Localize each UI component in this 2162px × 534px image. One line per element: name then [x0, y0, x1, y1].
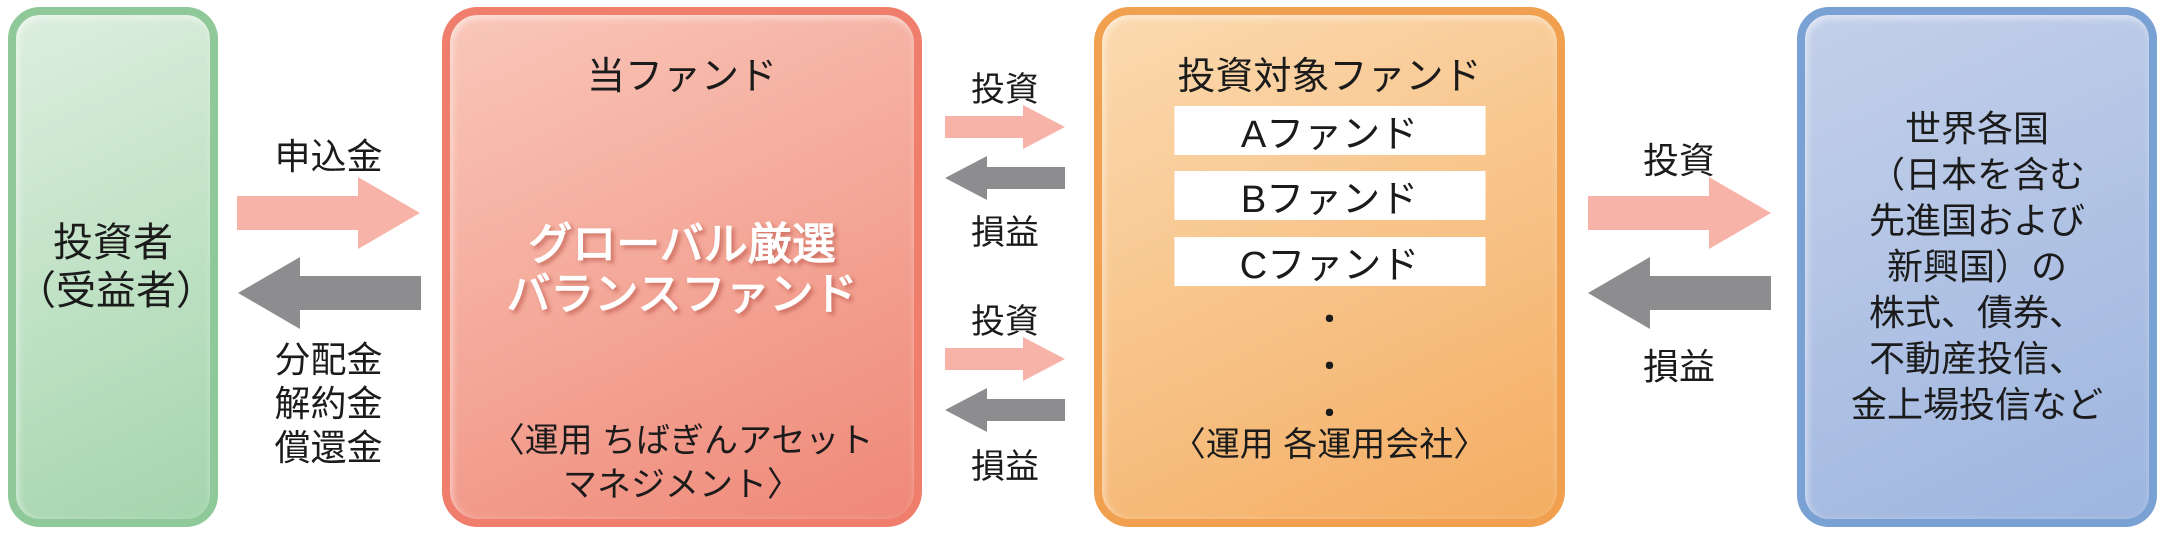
assets-line-4: 新興国）の	[1886, 246, 2067, 287]
return-left-arrow-icon	[945, 388, 1065, 432]
this-fund-box: 当ファンド グローバル厳選 バランスファンド 〈運用 ちばぎんアセット マネジメ…	[442, 7, 922, 527]
assets-line-5: 株式、債券、	[1868, 292, 2085, 333]
invest-label-lower: 投資	[971, 303, 1039, 341]
application-money-label: 申込金	[274, 136, 383, 177]
fund-name: グローバル厳選 バランスファンド	[450, 220, 914, 320]
target-funds-title: 投資対象ファンド	[1177, 56, 1482, 98]
cancellation-label: 解約金	[274, 383, 383, 424]
redemption-label: 償還金	[274, 427, 383, 468]
invest-right-arrow-icon	[945, 105, 1065, 149]
investor-label-line1: 投資者	[53, 221, 173, 265]
fund-manager-line2: マネジメント〉	[563, 466, 801, 504]
fund-c-bar: Cファンド	[1174, 237, 1485, 287]
assets-line-7: 金上場投信など	[1850, 384, 2103, 425]
profit-loss-label-lower: 損益	[971, 448, 1039, 486]
investor-box: 投資者 （受益者）	[8, 7, 218, 527]
return-left-arrow-icon	[1588, 257, 1771, 329]
assets-line-6: 不動産投信、	[1868, 338, 2085, 379]
target-funds-manager: 〈運用 各運用会社〉	[1171, 426, 1488, 464]
this-fund-title: 当ファンド	[586, 56, 777, 98]
fund-a-bar: Aファンド	[1174, 106, 1485, 156]
return-left-arrow-icon	[945, 156, 1065, 200]
distribution-redemption-label: 分配金 解約金 償還金	[237, 338, 420, 470]
fund-manager-line1: 〈運用 ちばぎんアセット	[490, 422, 874, 460]
investor-label: 投資者 （受益者）	[16, 15, 216, 519]
world-assets-box: 世界各国 （日本を含む 先進国および 新興国）の 株式、債券、 不動産投信、 金…	[1797, 7, 2157, 527]
fund-manager: 〈運用 ちばぎんアセット マネジメント〉	[450, 419, 914, 507]
fund-name-line1: グローバル厳選	[528, 220, 836, 269]
fund-b-bar: Bファンド	[1174, 171, 1485, 221]
investor-label-line2: （受益者）	[16, 269, 216, 313]
dot: ・	[1314, 351, 1345, 384]
ellipsis-dots: ・ ・ ・	[1102, 297, 1557, 438]
world-assets-label: 世界各国 （日本を含む 先進国および 新興国）の 株式、債券、 不動産投信、 金…	[1805, 15, 2149, 519]
return-left-arrow-icon	[238, 257, 421, 329]
fund-name-line2: バランスファンド	[506, 270, 858, 319]
assets-line-2: （日本を含む	[1868, 154, 2085, 195]
invest-right-arrow-icon	[945, 337, 1065, 381]
dot: ・	[1314, 304, 1345, 337]
invest-label-upper: 投資	[971, 71, 1039, 109]
invest-right-arrow-icon	[1588, 177, 1771, 249]
distribution-label: 分配金	[274, 339, 383, 380]
invest-label-right: 投資	[1642, 140, 1715, 181]
assets-line-1: 世界各国	[1904, 108, 2049, 149]
profit-loss-label-right: 損益	[1642, 346, 1715, 387]
profit-loss-label-upper: 損益	[971, 214, 1039, 252]
dot: ・	[1314, 398, 1345, 431]
assets-line-3: 先進国および	[1868, 200, 2085, 241]
invest-right-arrow-icon	[237, 177, 420, 249]
target-funds-box: 投資対象ファンド Aファンド Bファンド Cファンド ・ ・ ・ 〈運用 各運用…	[1094, 7, 1565, 527]
